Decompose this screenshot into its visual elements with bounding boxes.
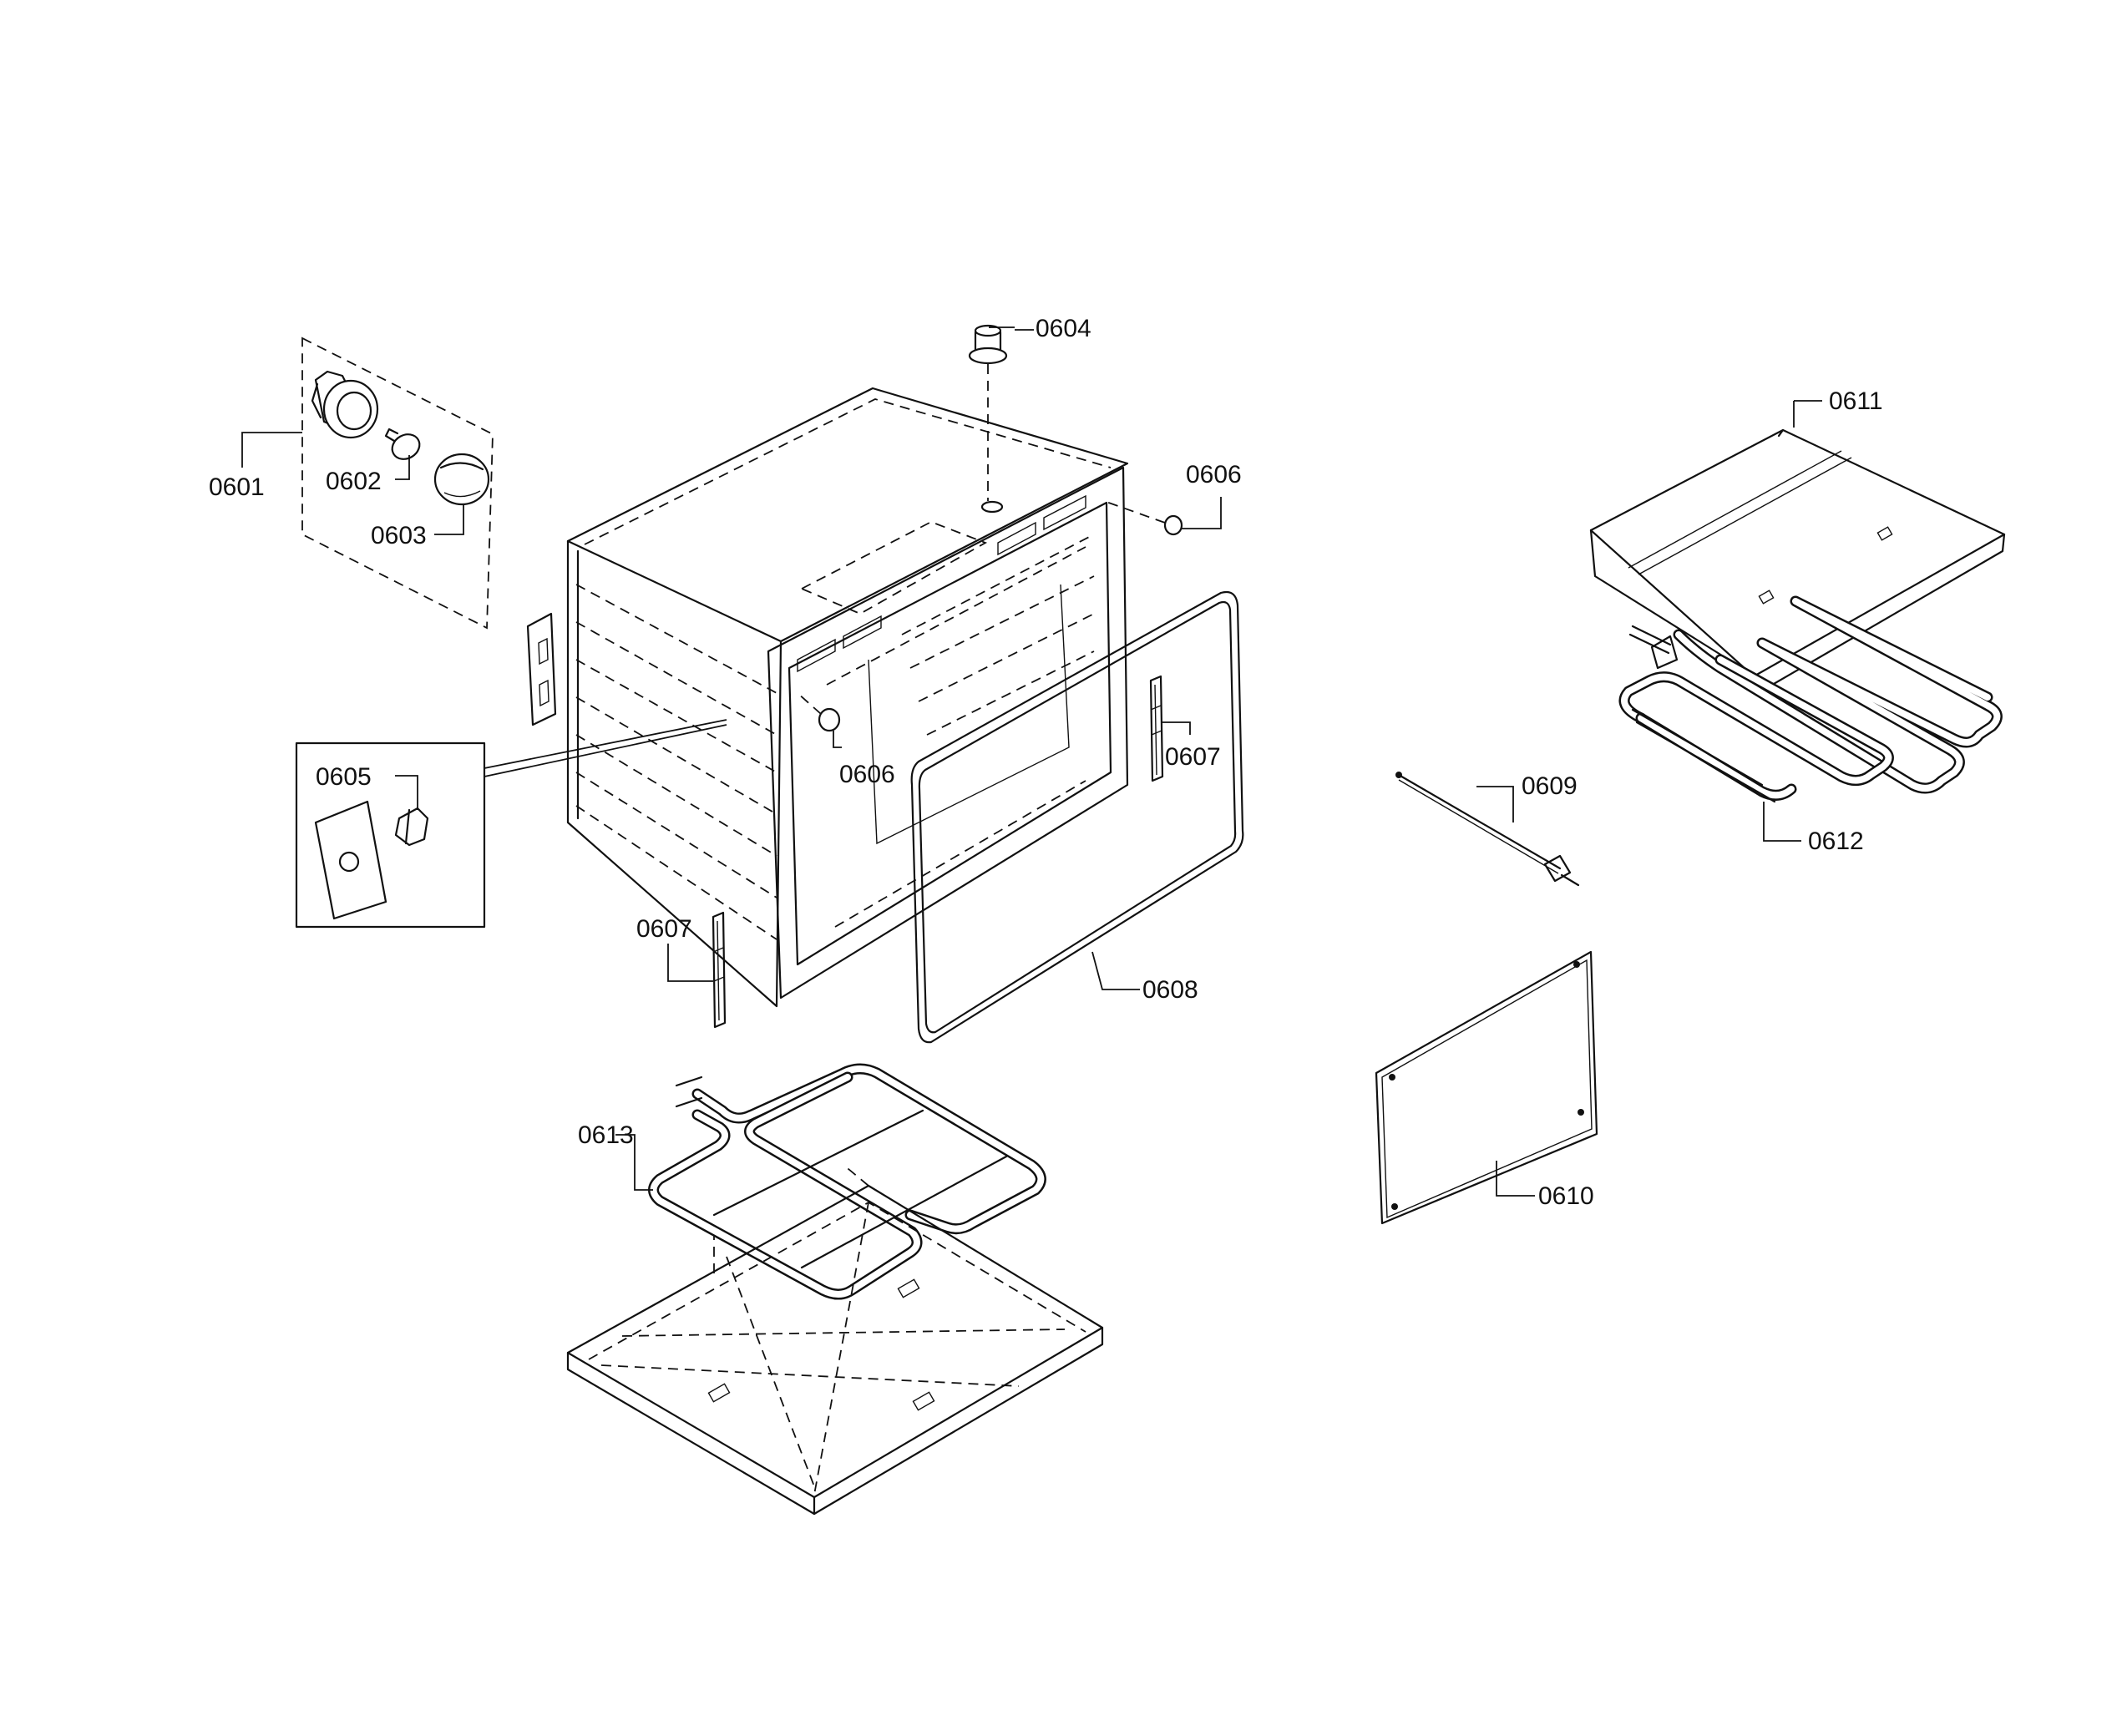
top-heating-element-part [1618, 595, 2003, 803]
lamp-cover-part [433, 453, 490, 506]
label-0608: 0608 [1142, 976, 1198, 1004]
screw-top-right-part [1103, 500, 1183, 536]
screw-front-part [797, 692, 841, 732]
rack-guide-right-part [1149, 675, 1164, 782]
label-0611: 0611 [1829, 387, 1883, 415]
label-0606-front: 0606 [839, 761, 895, 788]
temperature-sensor-part [1395, 772, 1580, 887]
label-0603: 0603 [371, 522, 427, 549]
bake-element-part [648, 1063, 1046, 1300]
rack-guide-left-part [712, 911, 727, 1029]
label-0609: 0609 [1522, 772, 1578, 800]
lamp-bulb-part [384, 428, 421, 460]
detail-inset [295, 719, 727, 929]
label-0601: 0601 [209, 473, 265, 501]
oven-cavity [526, 387, 1129, 1008]
door-gasket-part [910, 590, 1244, 1044]
label-0604: 0604 [1036, 315, 1091, 342]
label-0602: 0602 [326, 468, 382, 495]
bottom-heat-shield-part [566, 1164, 1104, 1516]
top-connector-part [968, 324, 1008, 501]
lamp-assembly-group [301, 337, 494, 630]
label-0605: 0605 [316, 763, 372, 791]
label-0607-right: 0607 [1165, 743, 1221, 771]
label-0606-top: 0606 [1186, 461, 1242, 488]
leader-lines [241, 326, 1822, 1197]
label-0612: 0612 [1808, 828, 1864, 855]
lamp-socket-part [311, 370, 379, 439]
label-0607-left: 0607 [636, 915, 692, 943]
label-0613: 0613 [578, 1121, 634, 1149]
back-panel-part [1375, 950, 1598, 1225]
label-0610: 0610 [1538, 1182, 1594, 1210]
